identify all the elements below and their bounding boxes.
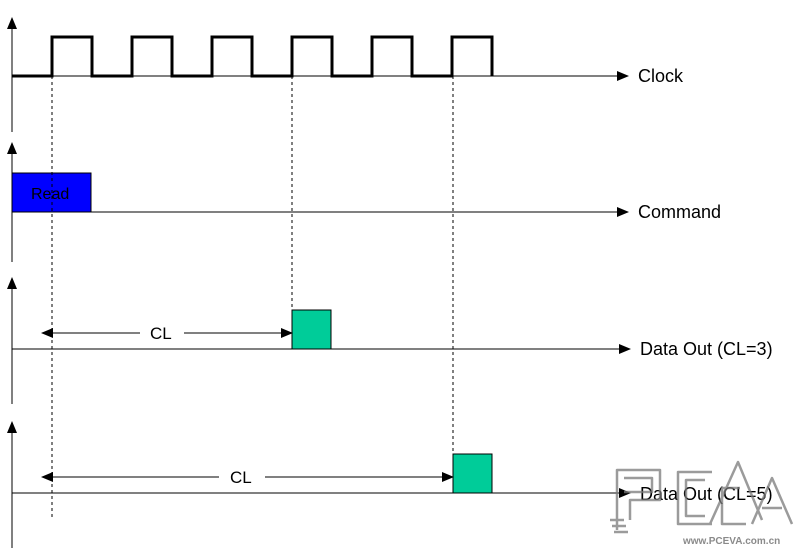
cl3-label-background <box>140 322 184 344</box>
data-out-cl5-block <box>452 453 493 494</box>
command-label: Command <box>638 202 721 222</box>
read-command-label: Read <box>31 186 69 203</box>
clock-waveform <box>12 35 494 78</box>
data-out-cl3-label: Data Out (CL=3) <box>640 339 773 359</box>
clock-label: Clock <box>638 66 684 86</box>
cl5-label-background <box>219 466 265 488</box>
cl3-latency-label: CL <box>150 324 172 343</box>
cl5-latency-label: CL <box>230 468 252 487</box>
watermark-url: www.PCEVA.com.cn <box>682 536 780 547</box>
pceva-watermark-logo <box>610 460 794 534</box>
data-out-cl3-block <box>291 309 332 350</box>
